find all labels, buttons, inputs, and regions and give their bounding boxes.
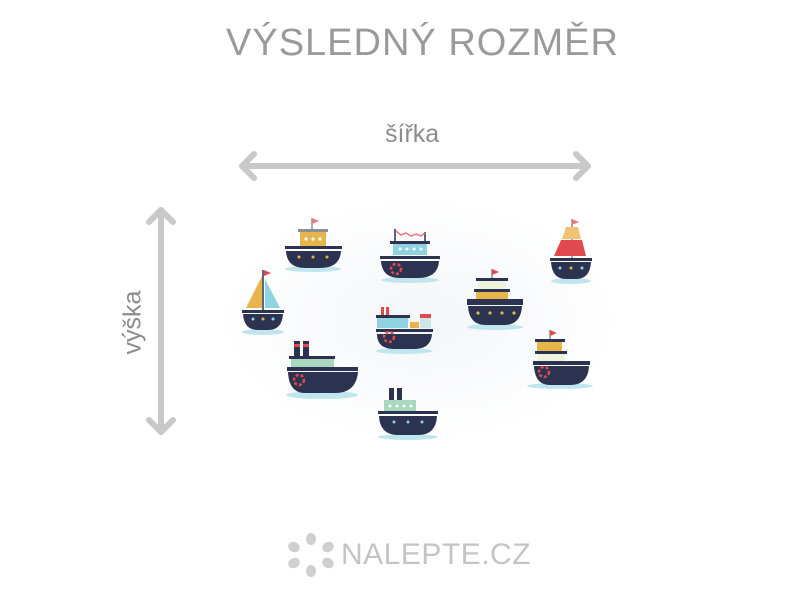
boat-liner-icon [286, 341, 358, 399]
page-title: VÝSLEDNÝ ROZMĚR [226, 22, 619, 64]
width-label: šířka [385, 120, 440, 148]
brand-name: NALEPTE.CZ [341, 538, 532, 571]
boat-ferry-icon [467, 269, 523, 330]
boat-steamer-icon [527, 330, 593, 389]
boat-sailboat-icon [242, 270, 284, 335]
boat-tugboat-mint-icon [378, 388, 438, 440]
width-arrow-icon [239, 151, 591, 181]
boat-pennant-icon [380, 229, 440, 283]
brand-logo-icon [288, 533, 334, 577]
boat-cargo-icon [376, 307, 433, 354]
height-arrow-icon [146, 207, 176, 435]
boat-red-sail-icon [550, 219, 592, 284]
boat-tug-icon [285, 218, 342, 272]
